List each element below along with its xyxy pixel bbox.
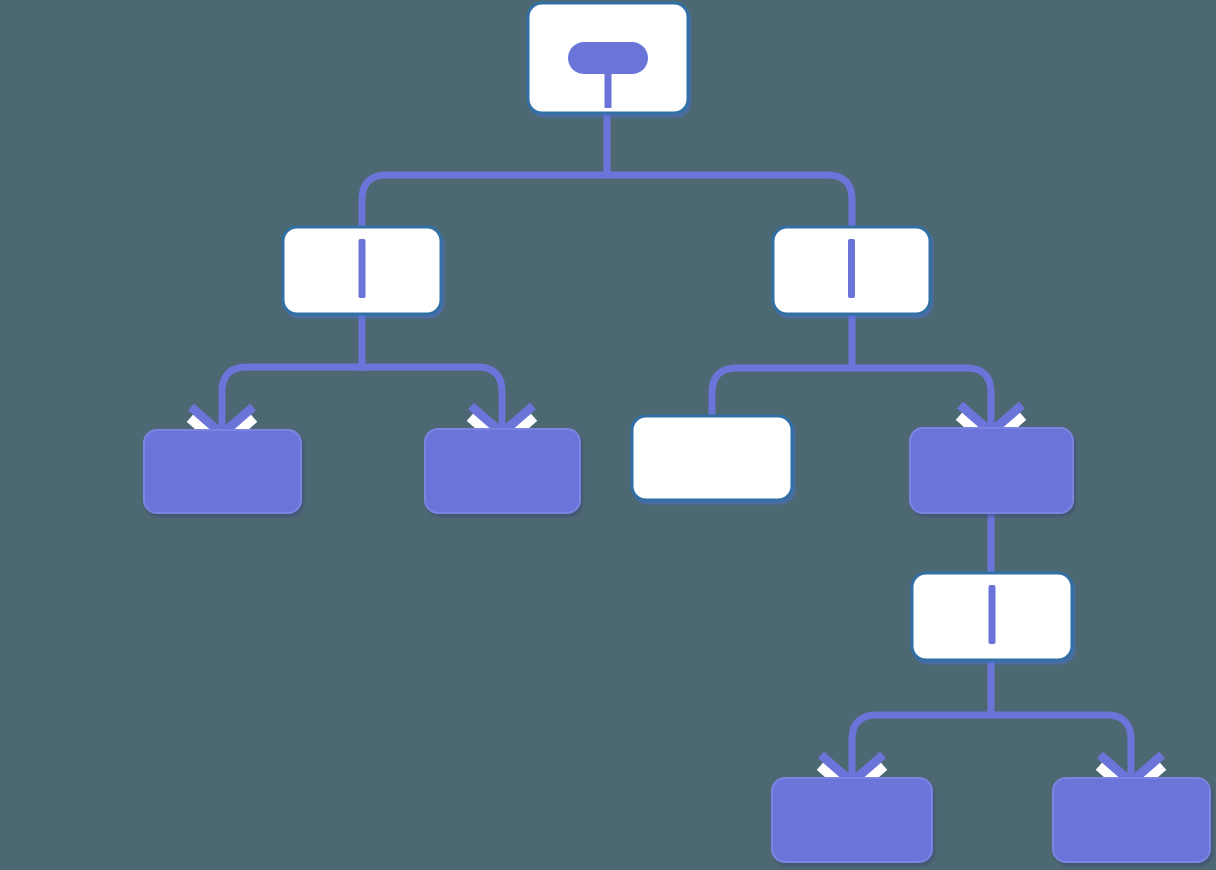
node-action-5[interactable] (1052, 777, 1211, 863)
split-bar-icon (848, 239, 855, 298)
empty-node-body[interactable] (630, 414, 794, 502)
connectors-layer (218, 113, 1135, 776)
node-action-1[interactable] (143, 429, 302, 514)
node-branch-left[interactable] (281, 225, 443, 316)
action-node-body[interactable] (143, 429, 302, 514)
action-node-body[interactable] (909, 427, 1074, 514)
connector-bus-left (218, 363, 506, 427)
action-node-body[interactable] (771, 777, 933, 863)
node-action-2[interactable] (424, 428, 581, 514)
split-bar-icon (358, 239, 366, 298)
node-branch-sub[interactable] (910, 571, 1074, 662)
node-start[interactable] (526, 1, 690, 115)
nodes-layer (143, 1, 1211, 863)
connector-bus-right (708, 364, 995, 426)
split-bar-icon (988, 585, 996, 644)
node-action-3[interactable] (909, 427, 1074, 514)
connector-bus-bottom (848, 711, 1135, 776)
start-node-icon (568, 42, 648, 108)
node-action-4[interactable] (771, 777, 933, 863)
connector-bus-top (358, 171, 856, 227)
node-placeholder[interactable] (630, 414, 794, 502)
action-node-body[interactable] (424, 428, 581, 514)
action-node-body[interactable] (1052, 777, 1211, 863)
node-branch-right[interactable] (771, 225, 932, 316)
